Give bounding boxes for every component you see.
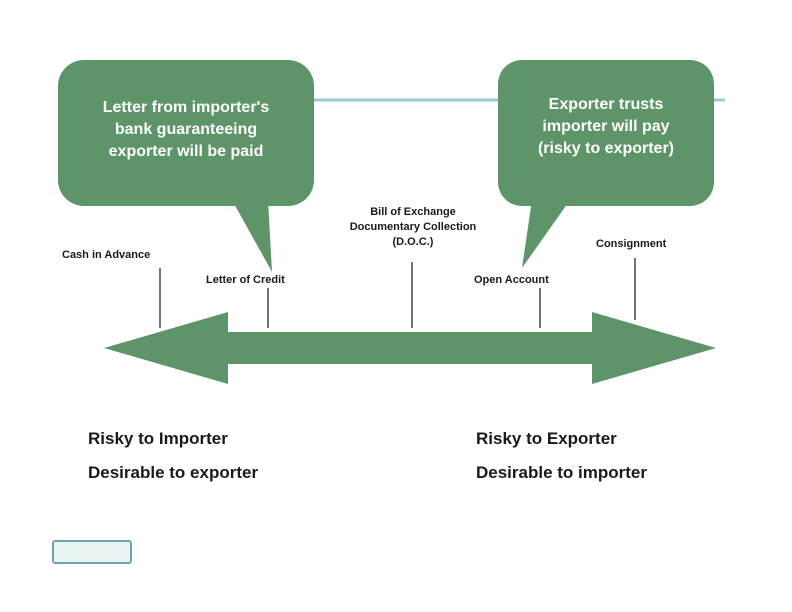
left-risk-line-2: Desirable to exporter xyxy=(88,463,259,482)
left-callout-line-1: Letter from importer's xyxy=(102,99,270,116)
right-risk-line-2: Desirable to importer xyxy=(476,463,647,482)
right-callout-line-2: importer will pay xyxy=(542,118,670,135)
right-callout-line-1: Exporter trusts xyxy=(548,96,664,113)
left-callout-text: Letter from importer's bank guaranteeing… xyxy=(70,97,302,163)
left-callout xyxy=(58,60,314,272)
left-callout-line-2: bank guaranteeing xyxy=(114,121,258,138)
left-risk-text: Risky to Importer Desirable to exporter xyxy=(88,422,258,490)
label-consignment: Consignment xyxy=(596,238,667,250)
right-callout xyxy=(498,60,714,268)
label-bill-of-exchange: Bill of Exchange Documentary Collection … xyxy=(328,205,498,250)
label-letter-of-credit: Letter of Credit xyxy=(206,274,285,286)
right-risk-text: Risky to Exporter Desirable to importer xyxy=(476,422,647,490)
label-cash-in-advance: Cash in Advance xyxy=(62,249,151,261)
bill-of-exchange-line-2: Documentary Collection xyxy=(349,221,477,233)
bill-of-exchange-line-3: (D.O.C.) xyxy=(392,236,434,248)
bill-of-exchange-line-1: Bill of Exchange xyxy=(370,206,456,218)
risk-spectrum-arrow xyxy=(104,312,716,384)
right-callout-text: Exporter trusts importer will pay (risky… xyxy=(506,94,706,160)
publisher-logo-icon xyxy=(52,540,132,564)
left-callout-line-3: exporter will be paid xyxy=(108,143,264,160)
right-callout-line-3: (risky to exporter) xyxy=(537,140,675,157)
label-open-account: Open Account xyxy=(474,274,549,286)
right-risk-line-1: Risky to Exporter xyxy=(476,429,617,448)
left-risk-line-1: Risky to Importer xyxy=(88,429,228,448)
